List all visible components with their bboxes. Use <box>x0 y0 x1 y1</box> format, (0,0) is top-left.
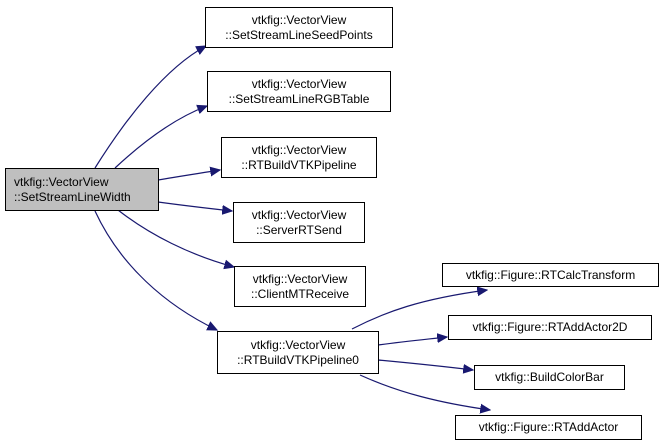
node-label-line2: ::SetStreamLineWidth <box>14 189 131 204</box>
node-label-line1: vtkfig::VectorView <box>250 337 346 352</box>
edge-root-client <box>117 209 234 267</box>
edge-rtbuild0-actor2d <box>377 337 447 346</box>
node-label-line2: ::ServerRTSend <box>256 222 342 237</box>
node-rt-add-actor-2d[interactable]: vtkfig::Figure::RTAddActor2D <box>448 315 652 340</box>
node-server-rt-send[interactable]: vtkfig::VectorView ::ServerRTSend <box>233 202 365 243</box>
node-label-line1: vtkfig::VectorView <box>252 271 348 286</box>
node-rt-build-vtk-pipeline[interactable]: vtkfig::VectorView ::RTBuildVTKPipeline <box>221 137 377 178</box>
edge-root-rtbuild0 <box>94 210 217 330</box>
edge-rtbuild0-colorbar <box>377 359 473 370</box>
node-label-line1: vtkfig::VectorView <box>251 76 347 91</box>
node-label-line2: ::RTBuildVTKPipeline <box>241 157 357 172</box>
node-label: vtkfig::Figure::RTCalcTransform <box>465 267 636 282</box>
node-rt-calc-transform[interactable]: vtkfig::Figure::RTCalcTransform <box>442 263 659 287</box>
edge-rtbuild0-calc <box>351 290 487 330</box>
node-label: vtkfig::Figure::RTAddActor2D <box>472 320 628 334</box>
node-label-line2: ::SetStreamLineRGBTable <box>228 91 370 106</box>
node-label: vtkfig::Figure::RTAddActor <box>478 420 619 434</box>
edge-rtbuild0-actor <box>359 374 490 410</box>
node-set-stream-line-width[interactable]: vtkfig::VectorView ::SetStreamLineWidth <box>5 168 159 211</box>
node-client-mt-receive[interactable]: vtkfig::VectorView ::ClientMTReceive <box>234 266 366 307</box>
node-label-line1: vtkfig::VectorView <box>251 142 347 157</box>
node-label-line2: ::ClientMTReceive <box>250 286 350 301</box>
node-label-line1: vtkfig::VectorView <box>251 12 347 27</box>
node-set-stream-line-seed-points[interactable]: vtkfig::VectorView ::SetStreamLineSeedPo… <box>205 7 393 48</box>
node-rt-add-actor[interactable]: vtkfig::Figure::RTAddActor <box>455 415 642 440</box>
edge-root-seed <box>94 46 206 169</box>
node-build-color-bar[interactable]: vtkfig::BuildColorBar <box>474 365 625 390</box>
node-label-line2: ::SetStreamLineSeedPoints <box>225 27 373 42</box>
edge-root-rtbuild <box>157 170 220 181</box>
node-rt-build-vtk-pipeline0[interactable]: vtkfig::VectorView ::RTBuildVTKPipeline0 <box>217 331 379 374</box>
edge-root-server <box>157 201 232 211</box>
node-label: vtkfig::BuildColorBar <box>495 370 604 384</box>
edge-root-rgb <box>114 106 207 169</box>
node-set-stream-line-rgb-table[interactable]: vtkfig::VectorView ::SetStreamLineRGBTab… <box>207 71 391 112</box>
node-label-line2: ::RTBuildVTKPipeline0 <box>237 352 359 367</box>
node-label-line1: vtkfig::VectorView <box>14 174 109 189</box>
node-label-line1: vtkfig::VectorView <box>251 207 347 222</box>
